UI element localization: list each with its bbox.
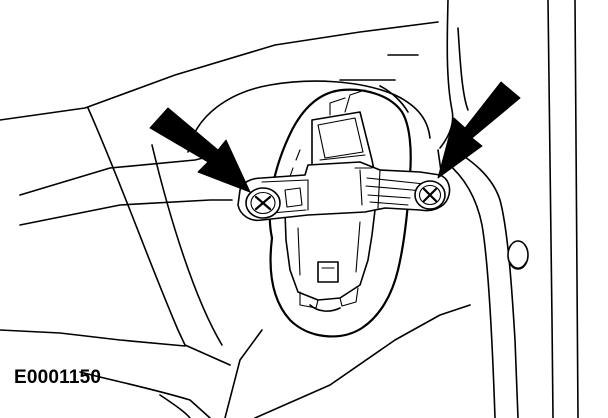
figure-reference-code: E0001150 — [14, 367, 102, 388]
left-arrow-icon — [149, 107, 251, 193]
right-screw-icon — [414, 180, 446, 210]
right-arrow-icon — [437, 81, 521, 179]
left-screw-icon — [245, 187, 281, 219]
door-edge-lines — [437, 0, 579, 418]
clip-bracket — [237, 161, 451, 222]
mounting-hole-icon — [507, 240, 529, 270]
panel-outline-lines — [0, 21, 471, 418]
